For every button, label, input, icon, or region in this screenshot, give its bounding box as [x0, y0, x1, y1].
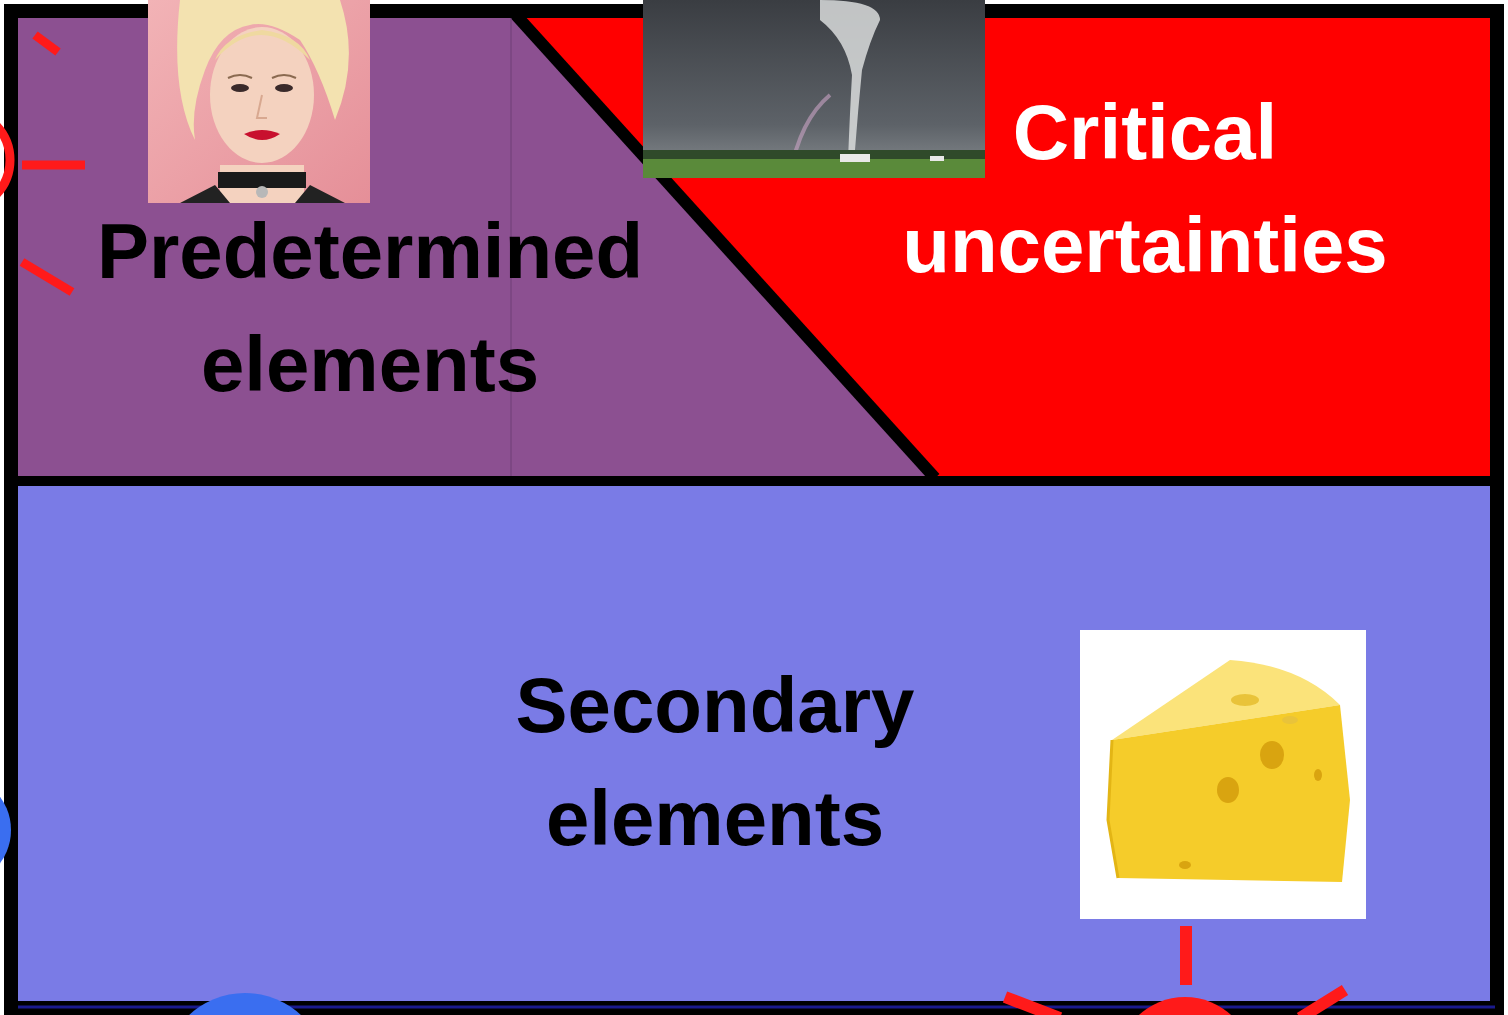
tornado-photo [643, 0, 985, 178]
region-label: Predetermined elements [60, 195, 680, 421]
region-fill [515, 18, 1495, 480]
portrait-photo [148, 0, 370, 203]
text-holder: Critical uncertainties [865, 76, 1425, 302]
blue-dot [0, 774, 11, 886]
predetermined-region: Predetermined elements [18, 18, 940, 480]
cheese-photo [1080, 630, 1366, 919]
region-fill [18, 486, 1495, 1006]
uncertainty-region: Critical uncertainties [515, 18, 1495, 480]
text-holder: Predetermined elements [60, 195, 680, 421]
text-holder: Secondary elements [480, 649, 950, 875]
region-label: Secondary elements [480, 649, 950, 875]
secondary-region: Secondary elements [18, 486, 1495, 1006]
region-label: Critical uncertainties [865, 76, 1425, 302]
divider-line [18, 476, 1495, 486]
